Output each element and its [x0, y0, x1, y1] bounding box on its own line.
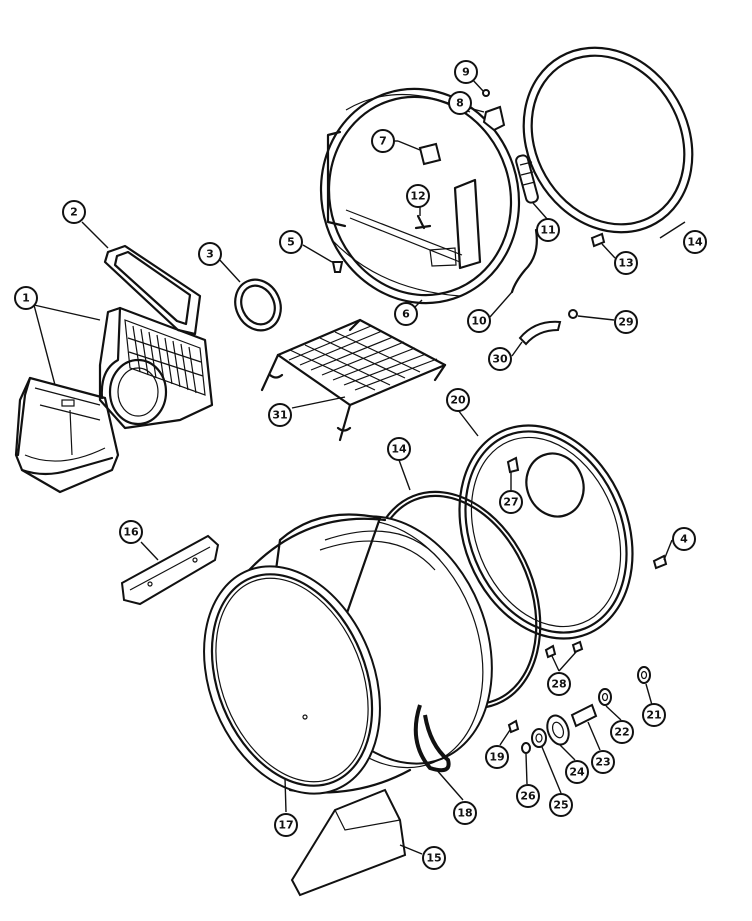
- svg-text:5: 5: [287, 236, 295, 249]
- part-6-front-bulkhead: [319, 87, 521, 305]
- callout-20: 20: [446, 388, 470, 412]
- callout-1: 1: [14, 286, 38, 310]
- callout-7: 7: [371, 129, 395, 153]
- part-24-idler-pulley: [546, 714, 570, 746]
- callout-15: 15: [422, 846, 446, 870]
- svg-text:1: 1: [22, 292, 30, 305]
- callout-17: 17: [274, 813, 298, 837]
- part-16-glide: [120, 534, 220, 606]
- part-9-nut: [482, 89, 490, 97]
- callouts: 1 2 3 4 5 6 7 8 9 10 11 12 13 14 14 15 1…: [14, 60, 707, 870]
- callout-18: 18: [453, 801, 477, 825]
- part-5-screw: [331, 261, 344, 273]
- callout-24: 24: [565, 760, 589, 784]
- part-10-wire: [510, 228, 538, 294]
- svg-text:2: 2: [70, 206, 78, 219]
- svg-text:3: 3: [206, 248, 214, 261]
- callout-11: 11: [536, 218, 560, 242]
- svg-text:9: 9: [462, 66, 470, 79]
- callout-9: 9: [454, 60, 478, 84]
- callout-3: 3: [198, 242, 222, 266]
- part-22-washer: [598, 688, 612, 706]
- part-13-screw: [590, 232, 606, 248]
- svg-text:25: 25: [553, 799, 568, 812]
- svg-text:22: 22: [614, 726, 629, 739]
- leader-lines: [33, 77, 686, 855]
- part-2-lint-screen: [103, 244, 202, 336]
- part-1-upper-duct: [98, 306, 214, 430]
- svg-text:12: 12: [410, 190, 425, 203]
- svg-text:14: 14: [687, 236, 703, 249]
- callout-14-top: 14: [683, 230, 707, 254]
- callout-6: 6: [394, 302, 418, 326]
- svg-text:20: 20: [450, 394, 466, 407]
- part-29-screw: [568, 309, 578, 319]
- part-26-washer: [521, 742, 531, 754]
- svg-text:19: 19: [489, 751, 504, 764]
- part-28-screw: [544, 640, 584, 659]
- part-8-bracket: [482, 105, 506, 132]
- callout-27: 27: [499, 490, 523, 514]
- part-31-drying-rack: [260, 318, 447, 442]
- callout-4: 4: [672, 527, 696, 551]
- svg-text:28: 28: [551, 678, 566, 691]
- svg-text:11: 11: [540, 224, 555, 237]
- svg-text:13: 13: [618, 257, 633, 270]
- callout-19: 19: [485, 745, 509, 769]
- part-3-seal-ring: [234, 278, 282, 332]
- part-17-drum: [203, 513, 493, 795]
- part-21-washer: [637, 666, 651, 684]
- svg-text:27: 27: [503, 496, 518, 509]
- svg-text:23: 23: [595, 756, 610, 769]
- svg-text:26: 26: [520, 790, 536, 803]
- svg-text:14: 14: [391, 443, 407, 456]
- svg-text:10: 10: [471, 315, 487, 328]
- part-19-clip: [507, 719, 520, 734]
- svg-text:16: 16: [123, 526, 139, 539]
- callout-14-lower: 14: [387, 437, 411, 461]
- callout-29: 29: [614, 310, 638, 334]
- svg-text:21: 21: [646, 709, 661, 722]
- part-23-shaft: [570, 703, 598, 728]
- svg-text:18: 18: [457, 807, 472, 820]
- callout-26: 26: [516, 784, 540, 808]
- callout-31: 31: [268, 403, 292, 427]
- svg-text:29: 29: [618, 316, 633, 329]
- part-25-pulley: [531, 728, 547, 748]
- callout-22: 22: [610, 720, 634, 744]
- svg-text:30: 30: [492, 353, 508, 366]
- part-11-roller: [515, 154, 539, 204]
- part-4-screw: [652, 554, 668, 570]
- part-7-switch: [397, 140, 442, 166]
- callout-25: 25: [549, 793, 573, 817]
- svg-text:24: 24: [569, 766, 585, 779]
- svg-text:15: 15: [426, 852, 441, 865]
- callout-30: 30: [488, 347, 512, 371]
- svg-text:4: 4: [680, 533, 688, 546]
- callout-16: 16: [119, 520, 143, 544]
- callout-23: 23: [591, 750, 615, 774]
- part-27-clip: [506, 456, 520, 474]
- callout-21: 21: [642, 703, 666, 727]
- part-18-drive-belt: [413, 704, 451, 773]
- part-12-pin: [414, 214, 432, 230]
- part-30-bracket: [518, 320, 562, 346]
- callout-5: 5: [279, 230, 303, 254]
- part-20-rear-bulkhead: [458, 424, 634, 640]
- part-15-panel: [290, 788, 407, 897]
- callout-28: 28: [547, 672, 571, 696]
- callout-2: 2: [62, 200, 86, 224]
- callout-10: 10: [467, 309, 491, 333]
- svg-text:6: 6: [402, 308, 410, 321]
- callout-12: 12: [406, 184, 430, 208]
- svg-text:8: 8: [456, 97, 464, 110]
- svg-text:7: 7: [379, 135, 387, 148]
- svg-text:17: 17: [278, 819, 293, 832]
- callout-8: 8: [448, 91, 472, 115]
- svg-text:31: 31: [272, 409, 287, 422]
- part-14-felt-seal-top: [522, 46, 694, 234]
- callout-13: 13: [614, 251, 638, 275]
